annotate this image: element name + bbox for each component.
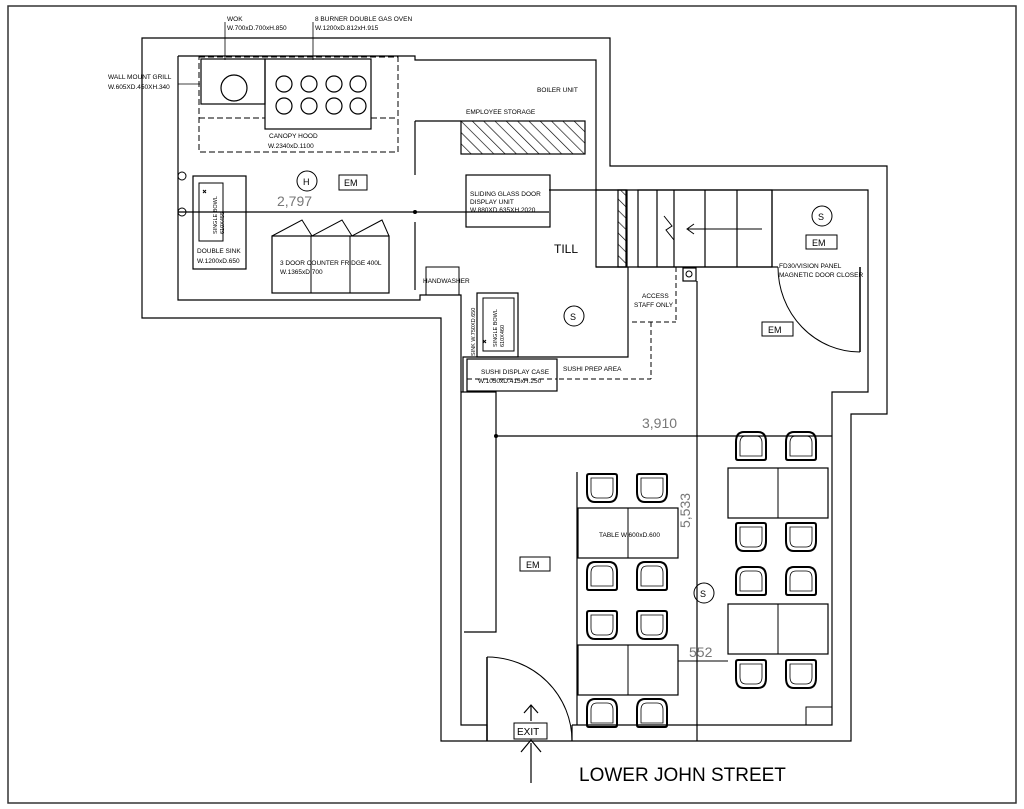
label-sushi-prep: SUSHI PREP AREA [563, 366, 622, 373]
em-light-2-box [805, 234, 838, 250]
label-oven: 8 BURNER DOUBLE GAS OVEN [315, 16, 412, 23]
wok-unit [200, 58, 266, 105]
label-sink2-bowl: SINGLE BOWL610X460 [493, 309, 506, 347]
label-sushi-case-dims: W.1050xD.415xH.250 [478, 378, 542, 385]
smoke-detector-3-circle [693, 582, 715, 604]
label-canopy-dims: W.2340xD.1100 [268, 143, 314, 150]
label-access: ACCESS [642, 293, 669, 300]
label-till: TILL [554, 242, 578, 256]
smoke-detector-1: S [818, 212, 824, 222]
label-canopy: CANOPY HOOD [269, 133, 318, 140]
label-wok-dims: W.700xD.700xH.850 [227, 25, 287, 32]
label-grill-dims: W.605XD.450XH.340 [108, 84, 170, 91]
kitchen-width-dimension: 2,797 [277, 193, 312, 209]
street-name: LOWER JOHN STREET [579, 765, 786, 786]
label-fd30-1: FD30/VISION PANEL [779, 263, 842, 270]
label-double-sink-dims: W.1200xD.650 [197, 258, 240, 265]
label-oven-dims: W.1200xD.812xH.915 [315, 25, 379, 32]
staff-only-partition [462, 267, 629, 392]
label-fd30-2: MAGNETIC DOOR CLOSER [779, 272, 863, 279]
smoke-detector-2: S [570, 312, 576, 322]
counter-fridge [271, 235, 390, 294]
label-staff-only: STAFF ONLY [634, 302, 674, 309]
label-employee-storage: EMPLOYEE STORAGE [466, 109, 536, 116]
exit-arrow [520, 704, 542, 783]
em-light-1-box [338, 174, 368, 191]
till-column [682, 267, 697, 282]
em-light-4: EM [526, 560, 540, 570]
chairs [586, 431, 817, 728]
wok-burner [220, 74, 248, 102]
label-sushi-case: SUSHI DISPLAY CASE [481, 369, 550, 376]
entrance-door-swing [486, 656, 573, 742]
label-boiler: BOILER UNIT [537, 87, 578, 94]
outer-wall [141, 37, 888, 742]
label-sink2-a: SINK W.750XD.650 [471, 308, 477, 356]
label-fridge-dims: W.1365xD.700 [280, 269, 323, 276]
label-display-dims: W.880XD.635XH.2020 [470, 207, 536, 214]
double-sink [192, 175, 247, 270]
gas-oven [264, 58, 372, 130]
exit-sign [513, 722, 548, 740]
em-light-1: EM [344, 178, 358, 188]
smoke-detector-2-circle [563, 305, 585, 327]
fd30-door-swing [777, 266, 861, 353]
label-fridge: 3 DOOR COUNTER FRIDGE 400L [280, 260, 382, 267]
em-light-4-box [519, 556, 551, 572]
label-sink-bowl-1: SINGLE BOWL610X455 [213, 196, 226, 234]
em-light-3-box [761, 321, 794, 337]
inner-wall-left [460, 391, 497, 741]
dining-width-dimension: 3,910 [642, 415, 677, 431]
label-display-1: SLIDING GLASS DOOR [470, 191, 541, 198]
dining-depth-dimension: 5,533 [677, 493, 693, 528]
handwasher [425, 266, 460, 296]
label-double-sink: DOUBLE SINK [197, 248, 241, 255]
sushi-display-case [466, 358, 558, 392]
drawing-frame [7, 5, 1017, 804]
label-display-2: DISPLAY UNIT [470, 199, 514, 206]
display-unit [465, 174, 551, 228]
label-grill: WALL MOUNT GRILL [108, 74, 172, 81]
label-table: TABLE W.600xD.600 [599, 532, 660, 539]
aisle-dimension: 552 [689, 644, 713, 660]
label-wok: WOK [227, 16, 243, 23]
heat-detector: H [303, 177, 310, 187]
em-light-3: EM [768, 325, 782, 335]
canopy-hood [198, 56, 399, 153]
label-handwasher: HANDWASHER [423, 278, 470, 285]
kitchen-partition [414, 120, 461, 175]
smoke-detector-1-circle [811, 205, 833, 227]
smoke-detector-3: S [700, 589, 706, 599]
inner-wall-kitchen [177, 56, 462, 392]
employee-storage-hatch [460, 120, 586, 155]
oven-burners [275, 75, 367, 115]
sink-unit-2 [476, 292, 519, 358]
heat-detector-circle [296, 170, 318, 192]
exit-label: EXIT [517, 727, 539, 738]
em-light-2: EM [812, 238, 826, 248]
